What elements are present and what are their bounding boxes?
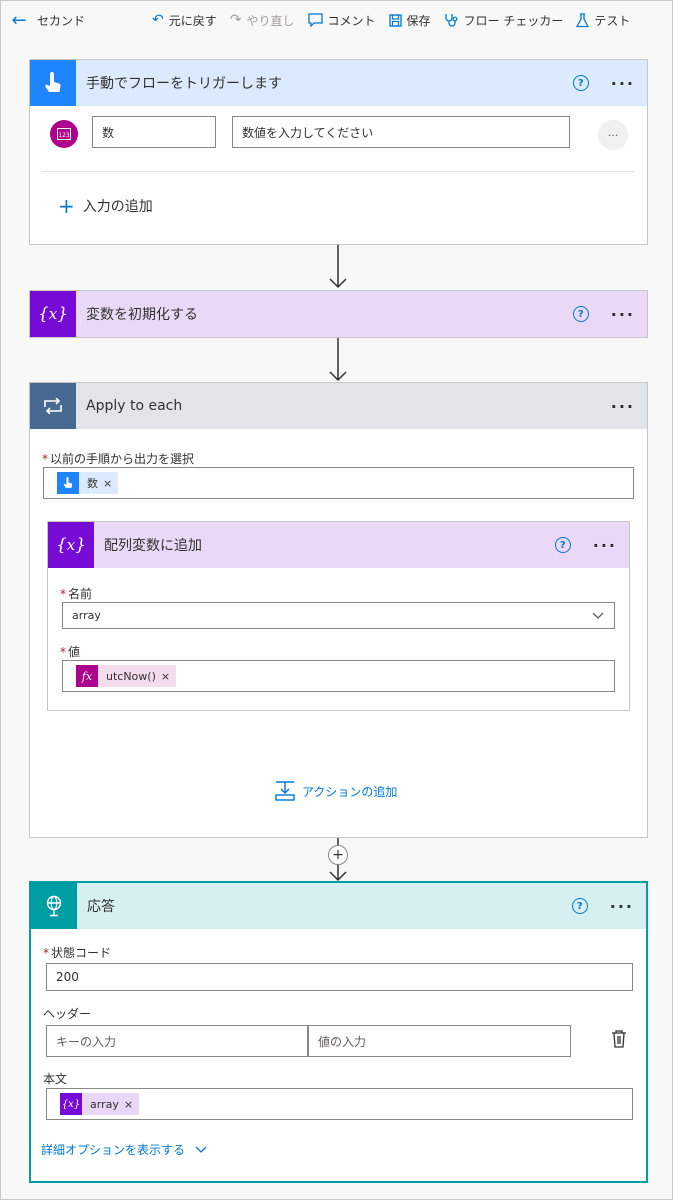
append-header[interactable]: {x} 配列変数に追加 ? ··· (48, 522, 629, 568)
comment-label: コメント (327, 13, 376, 28)
value-field[interactable]: fx utcNow() × (62, 660, 615, 692)
token-label: utcNow() (106, 669, 156, 683)
more-options-icon[interactable]: ··· (610, 304, 635, 324)
help-icon[interactable]: ? (572, 306, 589, 322)
show-advanced-options-link[interactable]: 詳細オプションを表示する (41, 1141, 207, 1158)
trigger-card: 手動でフローをトリガーします ? ··· 123 数 数値を入力してください ·… (29, 59, 648, 245)
svg-text:123: 123 (58, 132, 70, 139)
connector-arrow (329, 245, 347, 289)
output-token[interactable]: 数 × (57, 472, 119, 494)
loop-icon (30, 383, 76, 429)
test-label: テスト (594, 13, 631, 28)
globe-icon (31, 883, 77, 929)
input-more-icon[interactable]: ··· (598, 120, 628, 150)
add-action-icon (275, 781, 295, 801)
toolbar: ← セカンド ↶ 元に戻す ↷ やり直し コメント 保存 フロー チェッカー テスト (1, 1, 672, 39)
comment-button[interactable]: コメント (307, 12, 376, 29)
response-header[interactable]: 応答 ? ··· (31, 883, 646, 929)
test-button[interactable]: テスト (576, 12, 630, 29)
more-options-icon[interactable]: ··· (610, 396, 635, 416)
add-input-label: 入力の追加 (82, 199, 153, 215)
divider (42, 171, 634, 172)
connector-arrow (329, 338, 347, 382)
append-title: 配列変数に追加 (104, 538, 202, 554)
fx-icon: fx (76, 665, 98, 687)
status-code-label: *状態コード (43, 946, 112, 960)
chevron-down-icon (195, 1146, 207, 1153)
response-card: 応答 ? ··· *状態コード 200 ヘッダー キーの入力 値の入力 本文 {… (29, 881, 648, 1183)
comment-icon (307, 13, 323, 27)
name-value: array (72, 609, 101, 622)
name-label: *名前 (60, 587, 93, 601)
chevron-down-icon (592, 612, 604, 619)
more-options-icon[interactable]: ··· (610, 73, 635, 93)
add-action-label: アクションの追加 (302, 784, 398, 799)
name-dropdown[interactable]: array (62, 602, 615, 629)
token-label: 数 (87, 477, 98, 490)
variable-token[interactable]: {x} array × (60, 1093, 140, 1115)
help-icon[interactable]: ? (572, 75, 589, 91)
init-variable-header[interactable]: {x} 変数を初期化する ? ··· (30, 291, 647, 337)
token-label: array (90, 1097, 119, 1111)
apply-to-each-card: Apply to each ··· *以前の手順から出力を選択 数 × {x} … (29, 382, 648, 838)
insert-step-plus-icon[interactable]: + (328, 845, 348, 865)
more-options-icon[interactable]: ··· (592, 535, 617, 555)
header-value-input[interactable]: 値の入力 (308, 1025, 571, 1057)
flow-checker-button[interactable]: フロー チェッカー (444, 12, 564, 29)
remove-token-icon[interactable]: × (160, 669, 171, 683)
flow-checker-label: フロー チェッカー (463, 13, 564, 28)
redo-label: やり直し (246, 13, 295, 28)
initialize-variable-card[interactable]: {x} 変数を初期化する ? ··· (29, 290, 648, 338)
hand-touch-icon (30, 60, 76, 106)
status-code-field[interactable]: 200 (46, 963, 633, 991)
headers-label: ヘッダー (43, 1007, 92, 1021)
flow-name: セカンド (37, 13, 86, 28)
select-output-field[interactable]: 数 × (43, 467, 634, 499)
trigger-title: 手動でフローをトリガーします (86, 76, 282, 92)
redo-icon: ↷ (229, 12, 242, 28)
value-label: *値 (60, 645, 81, 659)
variable-icon: {x} (60, 1093, 82, 1115)
apply-to-each-title: Apply to each (86, 398, 183, 414)
save-icon (388, 13, 402, 27)
header-key-input[interactable]: キーの入力 (46, 1025, 308, 1057)
remove-token-icon[interactable]: × (103, 476, 113, 490)
redo-button[interactable]: ↷ やり直し (230, 12, 295, 29)
variable-icon: {x} (48, 522, 94, 568)
expression-token[interactable]: fx utcNow() × (76, 665, 177, 687)
append-to-array-card: {x} 配列変数に追加 ? ··· *名前 array *値 fx utcNow… (47, 521, 630, 711)
add-input-button[interactable]: + 入力の追加 (58, 196, 153, 216)
input-name-field[interactable]: 数 (92, 116, 216, 148)
trigger-header[interactable]: 手動でフローをトリガーします ? ··· (30, 60, 647, 106)
input-description-field[interactable]: 数値を入力してください (232, 116, 570, 148)
response-title: 応答 (87, 899, 115, 915)
help-icon[interactable]: ? (571, 898, 588, 914)
body-field[interactable]: {x} array × (46, 1088, 633, 1120)
more-options-icon[interactable]: ··· (609, 896, 634, 916)
save-button[interactable]: 保存 (388, 12, 431, 29)
apply-to-each-header[interactable]: Apply to each ··· (30, 383, 647, 429)
undo-label: 元に戻す (168, 13, 217, 28)
undo-button[interactable]: ↶ 元に戻す (152, 12, 217, 29)
hand-touch-icon (57, 472, 79, 494)
number-input-icon: 123 (50, 120, 78, 148)
variable-icon: {x} (30, 291, 76, 337)
plus-icon: + (58, 194, 75, 218)
back-arrow-icon[interactable]: ← (11, 9, 27, 31)
stethoscope-icon (444, 13, 459, 28)
init-variable-title: 変数を初期化する (86, 307, 198, 323)
add-action-button[interactable]: アクションの追加 (274, 780, 397, 802)
save-label: 保存 (406, 13, 431, 28)
help-icon[interactable]: ? (554, 537, 571, 553)
body-label: 本文 (43, 1072, 68, 1086)
undo-icon: ↶ (152, 12, 164, 28)
advanced-options-label: 詳細オプションを表示する (41, 1143, 186, 1157)
remove-token-icon[interactable]: × (123, 1097, 134, 1111)
delete-header-icon[interactable] (611, 1030, 627, 1052)
select-output-label: *以前の手順から出力を選択 (42, 452, 195, 466)
flask-icon (576, 12, 590, 28)
